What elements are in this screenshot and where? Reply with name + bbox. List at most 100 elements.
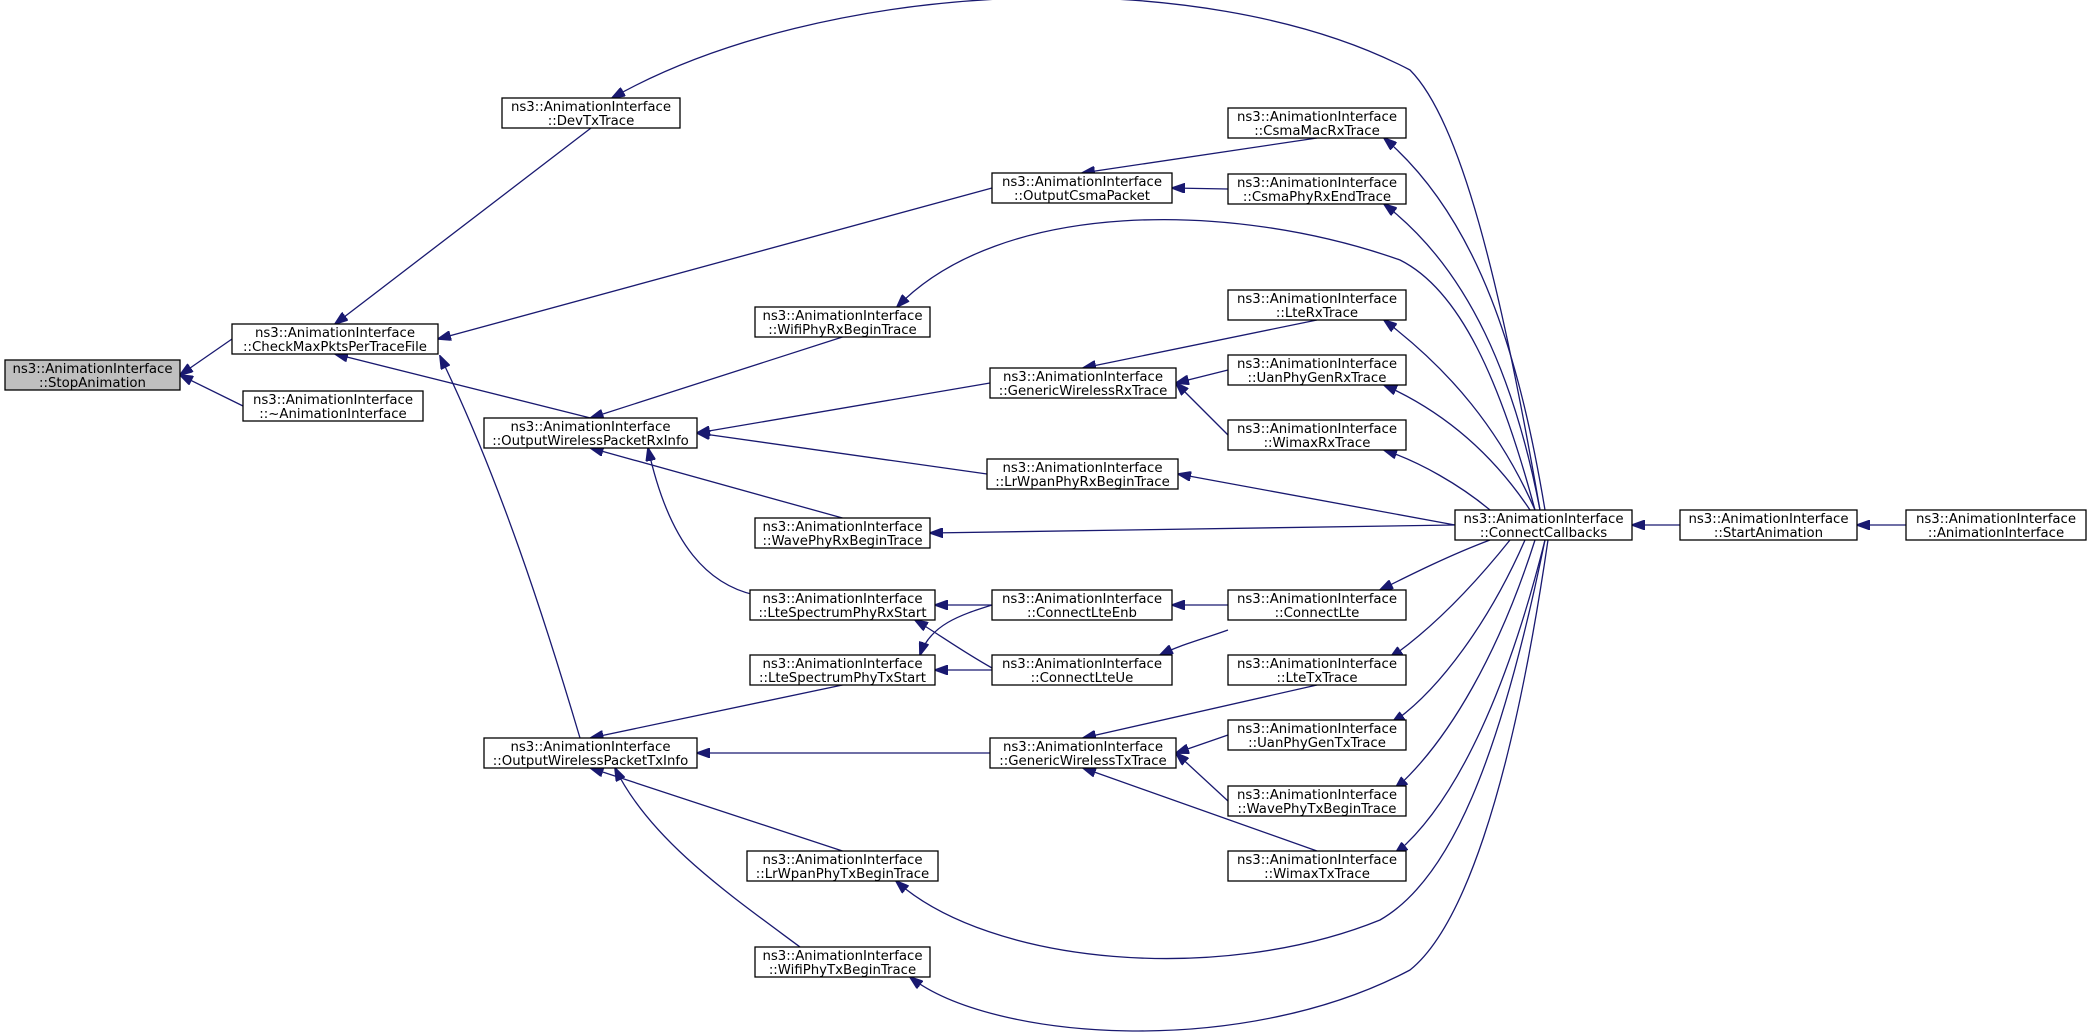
node-box — [991, 172, 1173, 204]
edge-CsmaMacRxTrace-to-OutputCsmaPacket — [1082, 137, 1318, 173]
node-box — [1905, 509, 2087, 541]
edge-OutputWirelessPacketRxInfo-to-CheckMaxPktsPerTraceFile — [335, 354, 591, 419]
node-method-label: ::ConnectLteEnb — [1027, 606, 1137, 621]
node-method-label: ::WifiPhyRxBeginTrace — [768, 323, 916, 338]
node-DevTxTrace[interactable]: ns3::AnimationInterface::DevTxTrace — [501, 97, 681, 129]
node-LteSpectrumPhyRxStart[interactable]: ns3::AnimationInterface::LteSpectrumPhyR… — [749, 589, 936, 621]
node-namespace-label: ns3::AnimationInterface — [510, 740, 670, 755]
edge-ConnectCallbacks-to-WifiPhyTxBeginTrace — [910, 539, 1549, 1032]
node-method-label: ::ConnectLte — [1275, 606, 1360, 621]
edge-ConnectCallbacks-to-WavePhyRxBeginTrace — [930, 524, 1456, 533]
node-box — [242, 390, 424, 422]
node-namespace-label: ns3::AnimationInterface — [1003, 740, 1163, 755]
node-GenericWirelessRxTrace[interactable]: ns3::AnimationInterface::GenericWireless… — [989, 367, 1177, 399]
node-box — [1227, 173, 1407, 205]
node-box — [483, 737, 698, 769]
node-Destructor[interactable]: ns3::AnimationInterface::~AnimationInter… — [242, 390, 424, 422]
node-CsmaPhyRxEndTrace[interactable]: ns3::AnimationInterface::CsmaPhyRxEndTra… — [1227, 173, 1407, 205]
node-namespace-label: ns3::AnimationInterface — [1237, 592, 1397, 607]
node-layer: ns3::AnimationInterface::StopAnimationns… — [4, 97, 2087, 978]
node-box — [1679, 509, 1858, 541]
node-LrWpanPhyRxBeginTrace[interactable]: ns3::AnimationInterface::LrWpanPhyRxBegi… — [986, 458, 1179, 490]
edge-ConnectCallbacks-to-CsmaPhyRxEndTrace — [1384, 204, 1541, 511]
node-box — [754, 946, 931, 978]
node-GenericWirelessTxTrace[interactable]: ns3::AnimationInterface::GenericWireless… — [989, 737, 1177, 769]
node-box — [231, 323, 439, 355]
node-LteTxTrace[interactable]: ns3::AnimationInterface::LteTxTrace — [1227, 654, 1407, 686]
edge-OutputWirelessPacketTxInfo-to-CheckMaxPktsPerTraceFile — [440, 356, 581, 739]
node-box — [754, 517, 931, 549]
edge-OutputCsmaPacket-to-CheckMaxPktsPerTraceFile — [438, 187, 993, 339]
node-WimaxRxTrace[interactable]: ns3::AnimationInterface::WimaxRxTrace — [1227, 419, 1407, 451]
node-OutputWirelessPacketRxInfo[interactable]: ns3::AnimationInterface::OutputWirelessP… — [483, 417, 698, 449]
edge-ConnectLteEnb-to-LteSpectrumPhyTxStart — [920, 604, 993, 655]
node-box — [1227, 289, 1407, 321]
edge-LteSpectrumPhyRxStart-to-OutputWirelessPacketRxInfo — [648, 448, 756, 596]
node-namespace-label: ns3::AnimationInterface — [12, 362, 172, 377]
node-method-label: ::WavePhyTxBeginTrace — [1238, 802, 1397, 817]
node-LteRxTrace[interactable]: ns3::AnimationInterface::LteRxTrace — [1227, 289, 1407, 321]
node-WifiPhyTxBeginTrace[interactable]: ns3::AnimationInterface::WifiPhyTxBeginT… — [754, 946, 931, 978]
node-method-label: ::DevTxTrace — [548, 114, 635, 129]
edge-DevTxTrace-to-CheckMaxPktsPerTraceFile — [335, 127, 592, 324]
node-method-label: ::LteTxTrace — [1276, 671, 1357, 686]
node-method-label: ::StartAnimation — [1714, 526, 1823, 541]
node-box — [501, 97, 681, 129]
edge-ConnectCallbacks-to-WimaxRxTrace — [1384, 450, 1491, 511]
node-namespace-label: ns3::AnimationInterface — [510, 420, 670, 435]
node-UanPhyGenRxTrace[interactable]: ns3::AnimationInterface::UanPhyGenRxTrac… — [1227, 354, 1407, 386]
edge-ConnectCallbacks-to-ConnectLte — [1380, 539, 1491, 590]
node-method-label: ::LrWpanPhyRxBeginTrace — [995, 475, 1170, 490]
node-namespace-label: ns3::AnimationInterface — [1688, 512, 1848, 527]
node-box — [1227, 850, 1407, 882]
node-method-label: ::CsmaPhyRxEndTrace — [1243, 190, 1391, 205]
node-WavePhyRxBeginTrace[interactable]: ns3::AnimationInterface::WavePhyRxBeginT… — [754, 517, 931, 549]
node-method-label: ::UanPhyGenRxTrace — [1248, 371, 1387, 386]
node-box — [1227, 654, 1407, 686]
node-namespace-label: ns3::AnimationInterface — [1237, 110, 1397, 125]
node-OutputWirelessPacketTxInfo[interactable]: ns3::AnimationInterface::OutputWirelessP… — [483, 737, 698, 769]
node-namespace-label: ns3::AnimationInterface — [1002, 657, 1162, 672]
node-LrWpanPhyTxBeginTrace[interactable]: ns3::AnimationInterface::LrWpanPhyTxBegi… — [746, 850, 939, 882]
node-OutputCsmaPacket[interactable]: ns3::AnimationInterface::OutputCsmaPacke… — [991, 172, 1173, 204]
node-box — [989, 737, 1177, 769]
node-box — [991, 589, 1173, 621]
edge-ConnectCallbacks-to-UanPhyGenTxTrace — [1392, 539, 1526, 723]
node-StopAnimation[interactable]: ns3::AnimationInterface::StopAnimation — [4, 359, 181, 391]
node-LteSpectrumPhyTxStart[interactable]: ns3::AnimationInterface::LteSpectrumPhyT… — [749, 654, 936, 686]
node-box — [1227, 107, 1407, 139]
node-WifiPhyRxBeginTrace[interactable]: ns3::AnimationInterface::WifiPhyRxBeginT… — [754, 306, 931, 338]
node-WimaxTxTrace[interactable]: ns3::AnimationInterface::WimaxTxTrace — [1227, 850, 1407, 882]
node-box — [749, 589, 936, 621]
node-box — [754, 306, 931, 338]
node-namespace-label: ns3::AnimationInterface — [1002, 461, 1162, 476]
node-method-label: ::GenericWirelessTxTrace — [999, 754, 1166, 769]
node-namespace-label: ns3::AnimationInterface — [1002, 175, 1162, 190]
node-namespace-label: ns3::AnimationInterface — [1003, 370, 1163, 385]
node-ConnectCallbacks[interactable]: ns3::AnimationInterface::ConnectCallback… — [1454, 509, 1633, 541]
node-ConnectLteUe[interactable]: ns3::AnimationInterface::ConnectLteUe — [991, 654, 1173, 686]
edge-ConnectCallbacks-to-LrWpanPhyRxBeginTrace — [1178, 474, 1456, 526]
node-ConnectLteEnb[interactable]: ns3::AnimationInterface::ConnectLteEnb — [991, 589, 1173, 621]
edge-GenericWirelessRxTrace-to-OutputWirelessPacketRxInfo — [697, 382, 991, 433]
node-namespace-label: ns3::AnimationInterface — [1237, 788, 1397, 803]
node-method-label: ::OutputCsmaPacket — [1014, 189, 1150, 204]
node-namespace-label: ns3::AnimationInterface — [762, 657, 922, 672]
node-box — [1227, 719, 1407, 751]
node-AnimationInterface[interactable]: ns3::AnimationInterface::AnimationInterf… — [1905, 509, 2087, 541]
node-method-label: ::~AnimationInterface — [259, 407, 406, 422]
node-method-label: ::AnimationInterface — [1928, 526, 2064, 541]
node-namespace-label: ns3::AnimationInterface — [762, 853, 922, 868]
edge-ConnectCallbacks-to-WifiPhyRxBeginTrace — [897, 218, 1536, 511]
node-box — [1227, 589, 1407, 621]
node-UanPhyGenTxTrace[interactable]: ns3::AnimationInterface::UanPhyGenTxTrac… — [1227, 719, 1407, 751]
node-namespace-label: ns3::AnimationInterface — [253, 393, 413, 408]
node-ConnectLte[interactable]: ns3::AnimationInterface::ConnectLte — [1227, 589, 1407, 621]
node-method-label: ::LteRxTrace — [1276, 306, 1358, 321]
node-box — [1227, 354, 1407, 386]
edge-Destructor-to-StopAnimation — [180, 375, 244, 407]
node-WavePhyTxBeginTrace[interactable]: ns3::AnimationInterface::WavePhyTxBeginT… — [1227, 785, 1407, 817]
node-StartAnimation[interactable]: ns3::AnimationInterface::StartAnimation — [1679, 509, 1858, 541]
node-CheckMaxPktsPerTraceFile[interactable]: ns3::AnimationInterface::CheckMaxPktsPer… — [231, 323, 439, 355]
node-CsmaMacRxTrace[interactable]: ns3::AnimationInterface::CsmaMacRxTrace — [1227, 107, 1407, 139]
